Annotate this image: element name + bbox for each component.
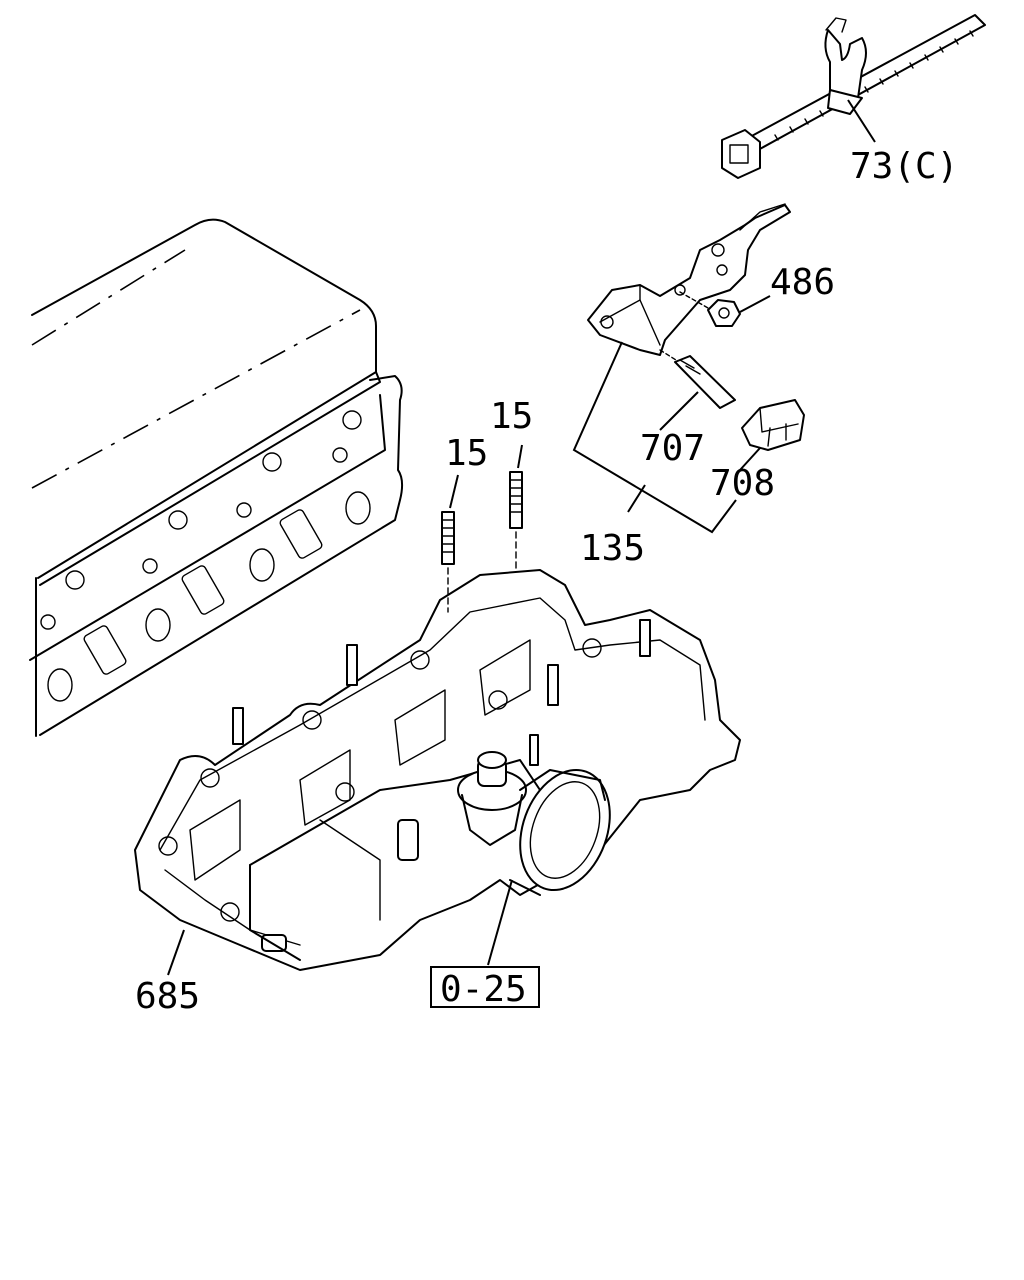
callout-15-right: 15 — [490, 396, 533, 437]
stud-bolt — [659, 349, 736, 409]
bracket-assembly — [587, 203, 791, 356]
flange-nut — [679, 291, 741, 327]
stud-left — [441, 511, 455, 613]
harness-clip-tie — [721, 14, 986, 179]
leader-lines — [167, 99, 876, 976]
callout-73c: 73(C) — [850, 146, 958, 187]
callout-707: 707 — [640, 428, 705, 469]
intake-manifold — [134, 569, 741, 971]
reference-box[interactable]: 0-25 — [430, 966, 540, 1010]
callout-486: 486 — [770, 262, 835, 303]
cylinder-head — [29, 218, 404, 737]
reference-label: 0-25 — [440, 969, 527, 1010]
callout-685: 685 — [135, 976, 200, 1017]
callout-15-left: 15 — [445, 433, 488, 474]
callout-708: 708 — [710, 463, 775, 504]
stud-right — [509, 471, 523, 573]
rubber-cushion — [741, 399, 805, 451]
callout-135: 135 — [580, 528, 645, 569]
